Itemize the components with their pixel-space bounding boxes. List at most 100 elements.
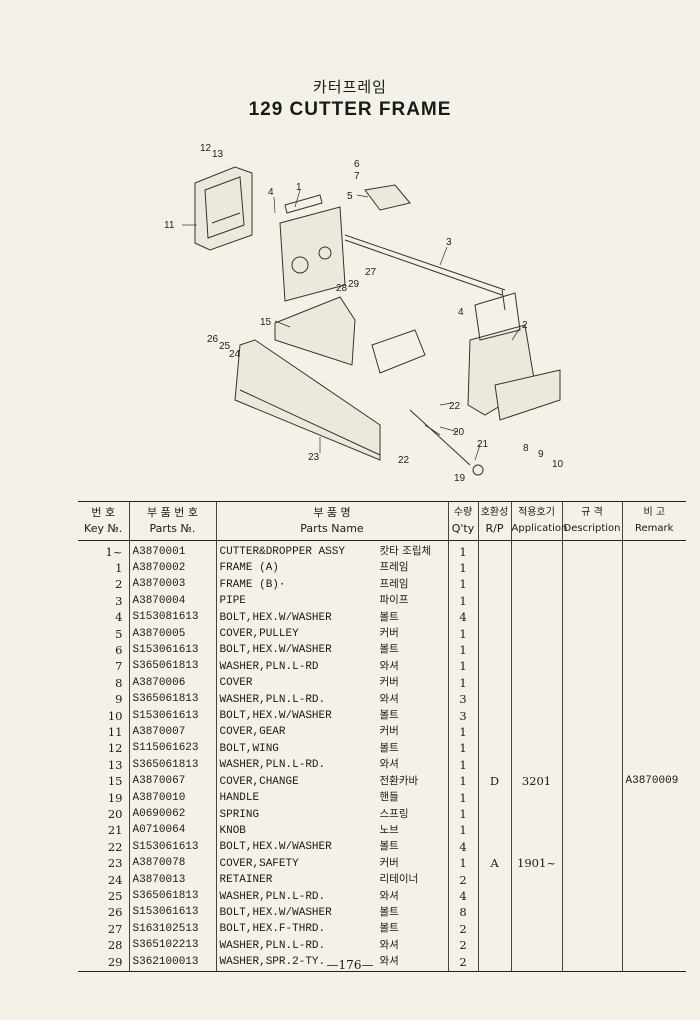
rp-cell	[477, 839, 511, 856]
key-cell: 22	[107, 839, 123, 854]
part-name-cell: WASHER,PLN.L-RD.와셔	[215, 937, 448, 955]
remark-cell	[621, 560, 686, 577]
remark-cell	[621, 790, 686, 807]
application-cell	[510, 937, 562, 955]
description-cell	[561, 658, 622, 676]
qty-cell: 1	[447, 626, 478, 643]
part-number-cell: A3870013	[128, 872, 216, 889]
callout-20: 20	[453, 427, 465, 438]
description-cell	[561, 773, 622, 791]
page-number: —176—	[326, 958, 374, 972]
application-cell: 3201	[510, 773, 562, 791]
qty-cell: 1	[447, 658, 478, 676]
callout-21: 21	[477, 439, 489, 450]
part-number-cell: S153061613	[128, 642, 216, 659]
callout-5: 5	[347, 191, 353, 202]
qty-cell: 1	[447, 855, 478, 873]
qty-cell: 3	[447, 691, 478, 709]
key-cell: 13	[107, 757, 123, 772]
part-number-cell: A3870004	[128, 593, 216, 610]
part-number-cell: S365061813	[128, 888, 216, 905]
part-name-cell: WASHER,PLN.L-RD.와셔	[215, 888, 448, 905]
description-cell	[561, 708, 622, 725]
remark-cell	[621, 937, 686, 955]
rp-cell: D	[477, 773, 511, 791]
callout-10: 10	[552, 459, 564, 470]
rp-cell	[477, 872, 511, 889]
description-cell	[561, 757, 622, 774]
description-cell	[561, 855, 622, 873]
remark-cell	[621, 675, 686, 692]
description-cell	[561, 937, 622, 955]
part-number-cell: S153061613	[128, 708, 216, 725]
description-cell	[561, 921, 622, 938]
qty-cell: 3	[447, 708, 478, 725]
part-number-cell: S163102513	[128, 921, 216, 938]
qty-cell: 1	[447, 642, 478, 659]
application-cell	[510, 822, 562, 840]
application-cell	[510, 757, 562, 774]
key-cell: 21	[107, 823, 123, 838]
key-cell: 7	[115, 659, 123, 674]
part-number-cell: A3870005	[128, 626, 216, 643]
description-cell	[561, 642, 622, 659]
part-number-cell: A0710064	[128, 822, 216, 840]
key-cell: 19	[107, 790, 123, 805]
key-cell: 3	[115, 593, 123, 608]
remark-cell	[621, 904, 686, 922]
remark-cell	[621, 954, 686, 972]
callout-3: 3	[446, 237, 452, 248]
callout-15: 15	[260, 317, 272, 328]
callout-6: 6	[354, 159, 360, 170]
key-cell: 8	[115, 675, 123, 690]
remark-cell	[621, 757, 686, 774]
rp-cell	[477, 740, 511, 758]
key-cell: 10	[107, 708, 123, 723]
rp-cell	[477, 708, 511, 725]
callout-13: 13	[212, 149, 224, 160]
rp-cell	[477, 609, 511, 627]
part-number-cell: S153081613	[128, 609, 216, 627]
key-cell: 29	[78, 954, 129, 972]
qty-cell: 1	[447, 540, 478, 561]
rp-cell: A	[477, 855, 511, 873]
remark-cell	[621, 626, 686, 643]
callout-24: 24	[229, 349, 241, 360]
rp-cell	[477, 822, 511, 840]
rp-cell	[477, 626, 511, 643]
remark-cell	[621, 872, 686, 889]
description-cell	[561, 724, 622, 741]
qty-cell: 1	[447, 560, 478, 577]
application-cell	[510, 904, 562, 922]
part-number-cell: S365061813	[128, 757, 216, 774]
remark-cell	[621, 593, 686, 610]
qty-cell: 4	[447, 609, 478, 627]
callout-2: 2	[522, 320, 528, 331]
key-cell: 23	[107, 856, 123, 871]
qty-cell: 1	[447, 675, 478, 692]
description-cell	[561, 790, 622, 807]
page-title-korean: 카터프레임	[312, 78, 387, 96]
part-number-cell: A3870002	[128, 560, 216, 577]
remark-cell	[621, 888, 686, 905]
remark-cell	[621, 806, 686, 823]
remark-cell	[621, 724, 686, 741]
callout-22b: 22	[398, 455, 410, 466]
qty-cell: 1	[447, 790, 478, 807]
qty-cell: 1	[447, 773, 478, 791]
application-cell	[510, 839, 562, 856]
description-cell	[561, 954, 622, 972]
